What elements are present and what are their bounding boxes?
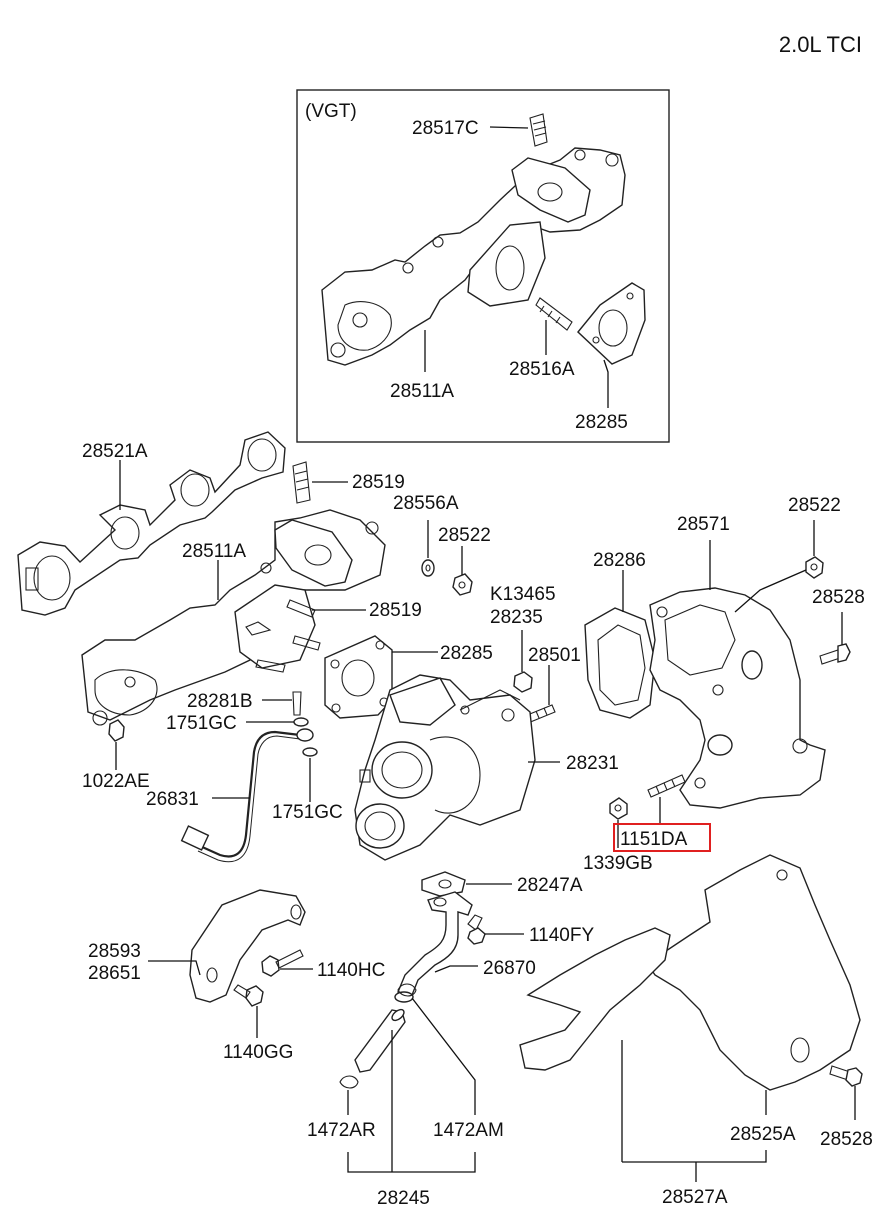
label-28281B: 28281B (187, 691, 253, 712)
nut-28235-icon (513, 671, 533, 693)
highlight-box (613, 823, 711, 852)
label-K13465: K13465 (490, 584, 556, 605)
label-1140FY: 1140FY (529, 925, 594, 946)
heat-shield-28525A (643, 854, 861, 1115)
label-28245: 28245 (377, 1188, 430, 1209)
stud-1151DA-icon (647, 774, 686, 798)
label-28651: 28651 (88, 963, 141, 984)
nut-1339GB-icon (609, 797, 628, 820)
nut-28522-right-icon (805, 556, 824, 579)
label-28519-mid: 28519 (369, 600, 422, 621)
label-28525A: 28525A (730, 1124, 796, 1145)
label-28516A: 28516A (509, 359, 575, 380)
bolt-1140GG-icon (245, 985, 264, 1007)
stud-28516A-icon (535, 297, 573, 331)
nut-1022AE-icon (108, 719, 125, 742)
label-28501: 28501 (528, 645, 581, 666)
gasket-28285-vgt-icon (577, 282, 646, 365)
washer-28556A-icon (421, 559, 435, 577)
label-28231: 28231 (566, 753, 619, 774)
label-1140GG: 1140GG (223, 1042, 293, 1063)
label-28522-mid: 28522 (438, 525, 491, 546)
turbine-outlet-28571 (649, 540, 826, 809)
heat-shield-28527A (519, 927, 767, 1182)
label-28235: 28235 (490, 607, 543, 628)
label-28285: 28285 (440, 643, 493, 664)
turbocharger-28231 (354, 674, 560, 861)
manifold-gasket-28521A: 28521A (17, 431, 286, 616)
bolt-28528-top-icon (819, 649, 841, 665)
stud-28519-a-icon (245, 621, 272, 636)
nut-28522-mid-icon (452, 573, 473, 596)
oil-feed-pipe-26831 (180, 728, 314, 863)
label-26870: 26870 (483, 958, 536, 979)
label-1151DA[interactable]: 1151DA (620, 829, 688, 850)
label-1751GC-top: 1751GC (166, 713, 237, 734)
vgt-inset-frame (296, 89, 670, 443)
label-28511A-vgt: 28511A (390, 381, 454, 402)
label-28519-top: 28519 (352, 472, 405, 493)
bolt-1140FY-icon (467, 914, 483, 931)
label-26831: 26831 (146, 789, 199, 810)
label-1140HC: 1140HC (317, 960, 385, 981)
label-1472AR: 1472AR (307, 1120, 376, 1141)
label-28528-bot: 28528 (820, 1129, 873, 1150)
label-28571: 28571 (677, 514, 730, 535)
label-28285-vgt: 28285 (575, 412, 628, 433)
bracket-28593-28651 (148, 889, 306, 1003)
gasket-28286 (584, 570, 656, 719)
stud-28519-top-icon (292, 461, 311, 504)
bolt-1140HC-icon (261, 955, 280, 977)
stud-28517C-icon (529, 113, 548, 147)
exhaust-manifold-28511A: 28511A (81, 509, 386, 726)
hose-icon (354, 1009, 406, 1073)
label-1339GB: 1339GB (583, 853, 653, 874)
label-28528-top: 28528 (812, 587, 865, 608)
stud-28519-c-icon (292, 635, 321, 651)
label-28527A: 28527A (662, 1187, 728, 1208)
stud-28519-d-icon (255, 659, 286, 673)
drain-pipe-26870 (394, 891, 478, 1003)
vgt-exhaust-manifold (321, 147, 626, 366)
stud-28281B-icon (292, 691, 302, 716)
label-28593: 28593 (88, 941, 141, 962)
label-1751GC-bot: 1751GC (272, 802, 343, 823)
clamp-1472AR-icon (339, 1075, 359, 1089)
gasket-1751GC-bot-icon (302, 747, 318, 757)
vgt-label: (VGT) (305, 101, 357, 122)
label-1472AM: 1472AM (433, 1120, 504, 1141)
gasket-28247A-icon (421, 871, 466, 897)
stud-28519-b-icon (286, 599, 316, 618)
clamp-1472AM-icon (397, 983, 417, 997)
label-28517C: 28517C (412, 118, 479, 139)
engine-label: 2.0L TCI (779, 32, 862, 57)
label-28286: 28286 (593, 550, 646, 571)
label-28522-right: 28522 (788, 495, 841, 516)
label-28511A: 28511A (182, 541, 246, 562)
label-28247A: 28247A (517, 875, 583, 896)
gasket-1751GC-top-icon (293, 717, 309, 727)
vgt-inset: (VGT) 28517C 28516A (296, 89, 670, 443)
label-1022AE: 1022AE (82, 771, 150, 792)
label-28556A: 28556A (393, 493, 459, 514)
label-28521A: 28521A (82, 441, 148, 462)
